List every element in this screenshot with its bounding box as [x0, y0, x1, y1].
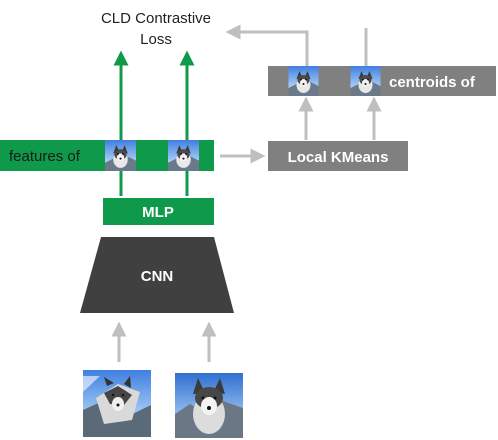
centroid-to-loss-arrow-1: [225, 24, 309, 67]
centroid-thumbnail-1: [288, 66, 319, 96]
title-line-2: Loss: [140, 31, 172, 48]
centroid-thumbnail-2: [350, 66, 381, 96]
mlp-box: [103, 198, 214, 225]
cnn-label: CNN: [141, 268, 174, 285]
input-image-1: [83, 370, 151, 437]
feature-thumbnail-2: [168, 140, 199, 171]
input-image-2: [175, 373, 243, 438]
centroids-label: centroids of: [389, 74, 476, 91]
local-kmeans-box: [268, 141, 408, 171]
feature-thumbnail-1: [105, 140, 136, 171]
features-label: features of: [9, 148, 81, 165]
local-kmeans-label: Local KMeans: [288, 149, 389, 166]
mlp-label: MLP: [142, 204, 174, 221]
cnn-trapezoid: [80, 237, 234, 313]
title-line-1: CLD Contrastive: [101, 10, 211, 27]
